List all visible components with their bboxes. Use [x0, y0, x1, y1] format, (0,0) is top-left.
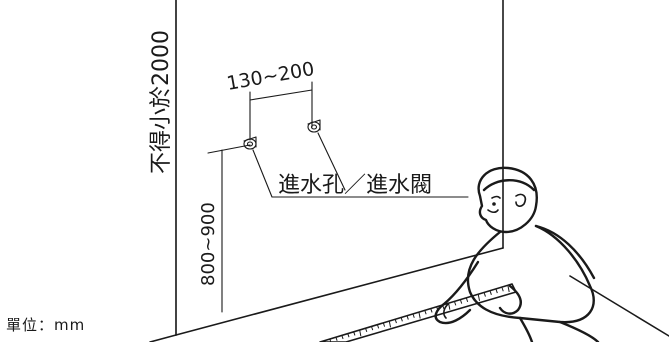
- tape-tick: [436, 307, 439, 311]
- tape-measure: [319, 283, 517, 342]
- tape-tick: [335, 337, 338, 341]
- callout-label: 進水孔／進水閥: [278, 173, 432, 198]
- inlet-height-label: 800~900: [198, 202, 219, 286]
- tape-tick: [483, 292, 486, 297]
- tape-tick: [495, 289, 498, 294]
- floor-left-edge: [149, 334, 177, 342]
- tape-tick: [430, 308, 433, 313]
- tape-tick: [448, 303, 451, 310]
- tape-tick: [347, 333, 350, 338]
- tape-tick: [359, 330, 362, 337]
- tape-tick: [394, 319, 397, 324]
- tape-tick: [465, 298, 469, 303]
- tape-tick: [376, 324, 380, 329]
- tape-tick: [460, 299, 463, 304]
- tape-tick: [471, 296, 475, 301]
- tape-tick: [442, 305, 445, 310]
- callout-leader: [252, 132, 469, 198]
- tape-tick: [507, 285, 510, 293]
- height-dimension-label: 不得小於2000: [149, 30, 174, 174]
- tape-tick: [371, 326, 374, 331]
- tape-tick: [454, 301, 457, 306]
- tape-tick: [341, 335, 344, 340]
- height-dimension: 不得小於2000: [149, 0, 177, 336]
- tape-tick: [489, 291, 492, 295]
- tape-tick: [501, 287, 504, 292]
- tape-tick: [424, 310, 427, 315]
- spacing-dimension: 130~200: [225, 58, 316, 141]
- tape-tick: [329, 338, 332, 342]
- floor-back-edge: [175, 247, 504, 336]
- spacing-dimension-line: [249, 89, 313, 101]
- tape-tick: [477, 294, 481, 301]
- spacing-label: 130~200: [225, 58, 316, 95]
- tape-tick: [412, 314, 415, 318]
- tape-tick: [353, 331, 356, 336]
- tape-tick: [400, 317, 403, 322]
- tape-tick: [365, 328, 368, 333]
- water-inlet-right: [307, 119, 321, 133]
- floor-right-edge: [569, 275, 669, 337]
- tape-tick: [418, 312, 421, 319]
- unit-label: 單位：mm: [6, 316, 86, 334]
- water-inlet-left: [243, 136, 257, 150]
- tape-measure-ticks: [329, 285, 510, 342]
- tape-tick: [388, 321, 392, 328]
- worker-illustration: [434, 166, 600, 342]
- tape-tick: [406, 315, 409, 320]
- inlet-height-extension-line: [207, 144, 251, 154]
- inlet-height-dimension: 800~900: [198, 144, 251, 313]
- tape-tick: [382, 322, 386, 327]
